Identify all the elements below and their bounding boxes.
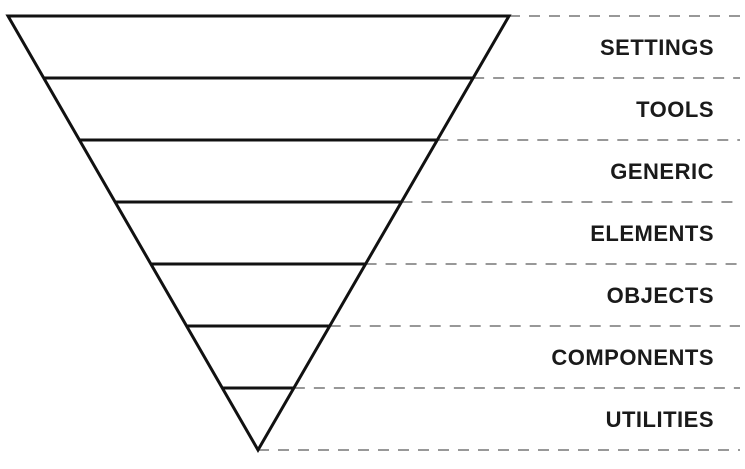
layer-dividers [43,76,474,390]
layer-labels: SETTINGS TOOLS GENERIC ELEMENTS OBJECTS … [551,35,714,432]
layer-label-objects: OBJECTS [607,283,714,308]
pyramid-outline [5,14,512,454]
layer-label-generic: GENERIC [610,159,714,184]
guide-lines [258,15,740,451]
layer-label-tools: TOOLS [636,97,714,122]
layer-label-settings: SETTINGS [600,35,714,60]
layer-label-components: COMPONENTS [551,345,714,370]
layer-label-utilities: UTILITIES [606,407,714,432]
pyramid [5,14,512,454]
layer-label-elements: ELEMENTS [590,221,714,246]
